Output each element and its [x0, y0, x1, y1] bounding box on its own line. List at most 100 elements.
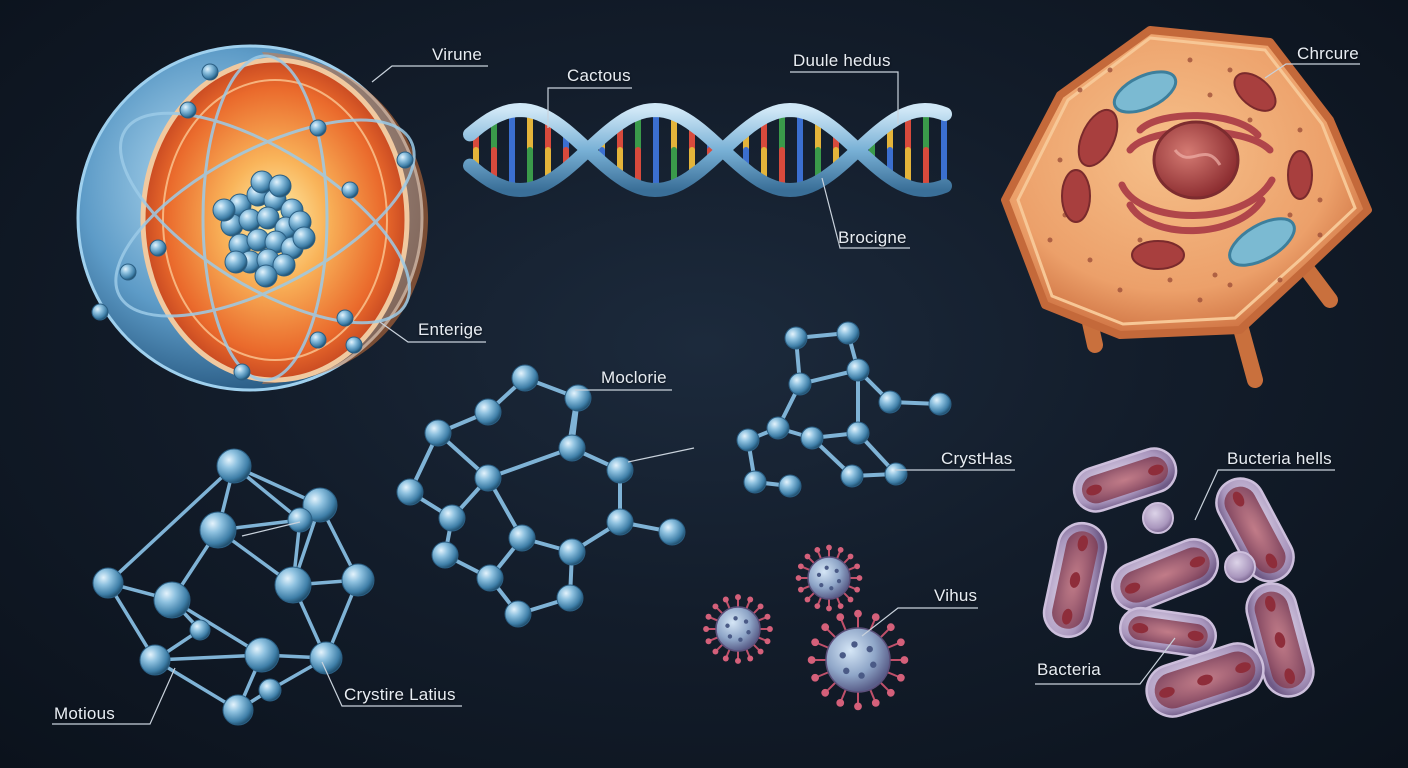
atom-ball — [476, 564, 504, 592]
cell-granule — [1212, 272, 1218, 278]
coccus — [1142, 502, 1174, 534]
atom-sphere — [76, 44, 429, 392]
virus-spike-tip — [705, 613, 712, 620]
atom-ball — [836, 321, 860, 345]
virus-spike-tip — [826, 605, 832, 612]
capsid-dot — [743, 619, 749, 624]
electron — [179, 101, 197, 119]
virus-spike-tip — [837, 603, 844, 610]
capsid-dot — [851, 641, 858, 648]
label-lattice-right: Crystire Latius — [344, 685, 456, 704]
cell-diagram — [1001, 26, 1372, 388]
bacterium — [1145, 642, 1265, 718]
virus-spike-tip — [871, 613, 880, 622]
virus-spike-tip — [712, 603, 719, 610]
capsid-dot — [738, 637, 743, 642]
virus-spike-tip — [821, 623, 830, 632]
cell-granule — [1087, 257, 1093, 263]
virus-spike-tip — [886, 688, 895, 697]
nucleus-particle — [272, 253, 296, 277]
virus-spike-tip — [747, 655, 754, 662]
virus-spike-tip — [703, 626, 710, 632]
virus-spike-tip — [811, 673, 820, 682]
atom-ball — [743, 470, 767, 494]
cell-granule — [1077, 87, 1083, 93]
capsid-dot — [746, 630, 751, 635]
virus-spike-tip — [814, 603, 821, 610]
bond — [486, 446, 574, 480]
atom-ball — [199, 511, 237, 549]
atom-ball — [396, 478, 424, 506]
cell-granule — [1117, 287, 1123, 293]
cell-granule — [1247, 117, 1253, 123]
atom-ball — [511, 364, 539, 392]
virus-spike-tip — [826, 544, 832, 551]
bacterium-granule — [1077, 535, 1088, 552]
bond — [106, 464, 236, 585]
virus — [703, 594, 773, 664]
bacterium-granule — [1069, 572, 1081, 588]
virus-spike-tip — [854, 563, 861, 570]
virus-spike-tip — [747, 596, 754, 603]
electron — [91, 303, 109, 321]
electron — [345, 336, 363, 354]
atom-ball — [558, 538, 586, 566]
bacterium-granule — [1086, 484, 1102, 496]
virus — [795, 544, 863, 612]
atom-ball — [424, 419, 452, 447]
atom-ball — [274, 566, 312, 604]
dna-helix — [463, 102, 952, 198]
atom-ball — [736, 428, 760, 452]
electron — [233, 363, 251, 381]
label-molecule-center: Moclorie — [601, 368, 667, 387]
electron — [309, 331, 327, 349]
virus-spike-tip — [836, 698, 845, 707]
cell-granule — [1187, 57, 1193, 63]
bacterium — [1119, 606, 1217, 658]
virus-spike-tip — [705, 638, 712, 645]
virus-spike-tip — [896, 638, 905, 647]
atom-ball — [884, 462, 908, 486]
atom-ball — [431, 541, 459, 569]
cell-granule — [1207, 92, 1213, 98]
capsid-dot — [870, 661, 877, 668]
nucleus-particle — [268, 174, 292, 198]
label-cell: Chrcure — [1297, 44, 1359, 63]
atom-ball — [928, 392, 952, 416]
atom-ball — [846, 358, 870, 382]
label-atom-bottom: Enterige — [418, 320, 483, 339]
cell-granule — [1287, 212, 1293, 218]
virus-spike-tip — [797, 563, 804, 570]
bacteria-cluster — [1042, 447, 1315, 718]
atom-ball — [302, 487, 338, 523]
atom-ball — [778, 474, 802, 498]
bacterium-granule — [1232, 491, 1245, 507]
virus-spike-tip — [797, 586, 804, 593]
virus-spike-tip — [804, 553, 811, 560]
coccus — [1224, 551, 1256, 583]
atom-ball — [153, 581, 191, 619]
label-bacteria-bottom: Bacteria — [1037, 660, 1101, 679]
nucleus-particle — [254, 264, 278, 288]
capsid-dot — [816, 572, 822, 577]
virus-spike-tip — [722, 655, 729, 662]
molecule-right — [736, 321, 952, 498]
electron — [341, 181, 359, 199]
label-dna-left: Cactous — [567, 66, 631, 85]
bacterium-cytoplasm — [1224, 486, 1286, 574]
bond — [153, 658, 240, 712]
virus-capsid — [825, 627, 891, 693]
electron — [336, 309, 354, 327]
label-atom-top: Virune — [432, 45, 483, 64]
virus-spike-tip — [854, 702, 862, 711]
atom-ball — [341, 563, 375, 597]
atom-ball — [658, 518, 686, 546]
cell-granule — [1277, 277, 1283, 283]
label-lattice-left: Motious — [54, 704, 115, 723]
virus-particles — [703, 544, 909, 711]
atom-ball — [222, 694, 254, 726]
virus-spike-tip — [900, 656, 909, 664]
bacterium-cytoplasm — [1128, 616, 1208, 648]
crystal-lattice — [92, 448, 375, 726]
